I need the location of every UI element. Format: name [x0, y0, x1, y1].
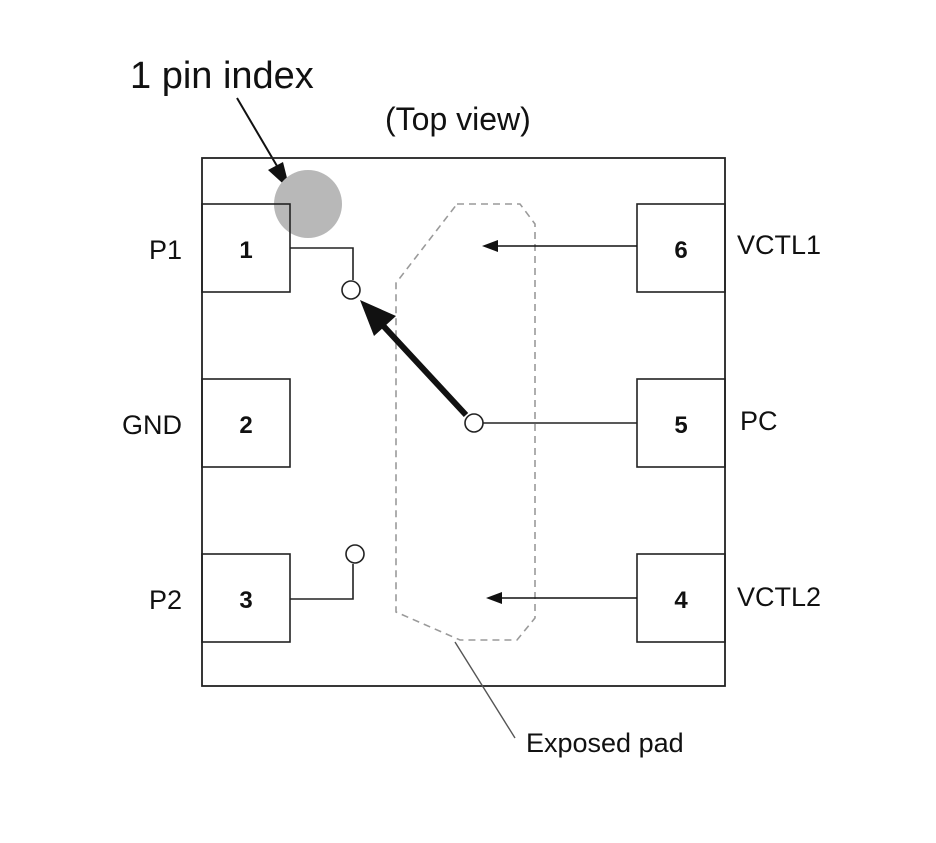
pin-1-name: P1	[149, 235, 182, 265]
switch-arm	[373, 315, 469, 418]
pin-3: 3	[201, 553, 291, 643]
pin-5-number: 5	[674, 412, 687, 439]
pin-4: 4	[636, 553, 726, 643]
package-body	[201, 157, 726, 687]
contact-p1	[341, 280, 361, 300]
pin-5-name: PC	[740, 406, 778, 436]
pin-3-name: P2	[149, 585, 182, 615]
exposed-pad-leader	[454, 641, 516, 739]
pin-2: 2	[201, 378, 291, 468]
pin-4-name: VCTL2	[737, 582, 821, 612]
pin-2-number: 2	[239, 412, 252, 439]
pin-index-marker	[274, 170, 342, 238]
pin-1-number: 1	[239, 237, 252, 264]
pin-4-number: 4	[674, 587, 688, 614]
wire-pin1	[290, 247, 354, 280]
exposed-pad-label: Exposed pad	[526, 728, 684, 758]
contact-p2	[345, 544, 365, 564]
pin-3-number: 3	[239, 587, 252, 614]
pin-6: 6	[636, 203, 726, 293]
pin-index-label: 1 pin index	[130, 55, 314, 97]
contact-common	[464, 413, 484, 433]
pin-6-name: VCTL1	[737, 230, 821, 260]
wire-pin3	[290, 564, 354, 600]
control-arrow-vctl1-head	[482, 240, 498, 252]
pin-5: 5	[636, 378, 726, 468]
pin-6-number: 6	[674, 237, 687, 264]
pin-2-name: GND	[122, 410, 182, 440]
exposed-pad-outline	[395, 203, 536, 641]
view-label: (Top view)	[385, 101, 531, 137]
switch-arm-arrowhead	[360, 300, 396, 336]
control-arrow-vctl2-head	[486, 592, 502, 604]
pin-index-leader	[236, 97, 278, 167]
